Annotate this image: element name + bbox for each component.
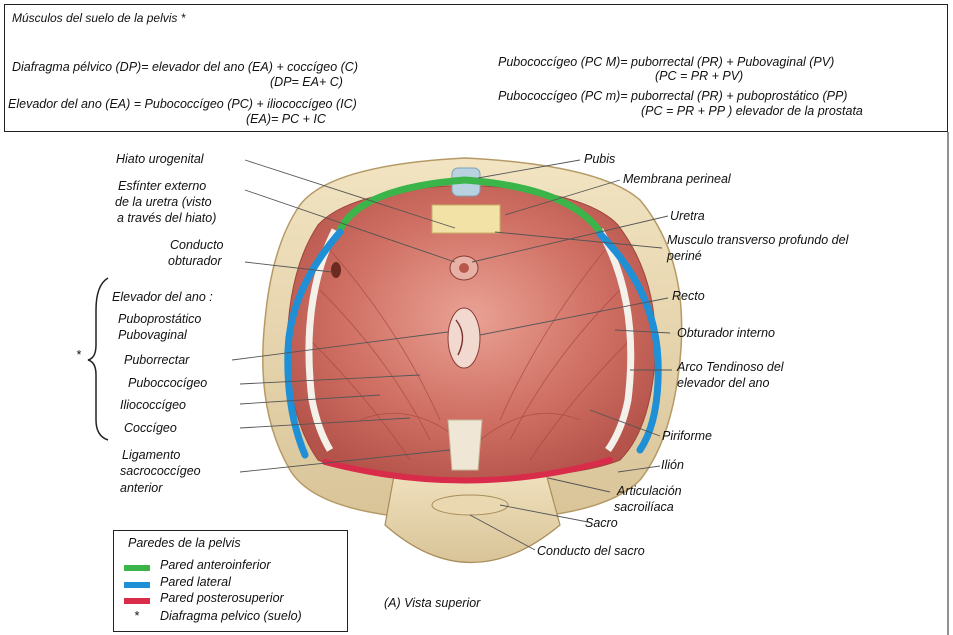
label-arco-2: elevador del ano <box>677 376 769 391</box>
label-ilion: Ilión <box>661 458 684 473</box>
label-ligamento-3: anterior <box>120 481 162 496</box>
label-sacro: Sacro <box>585 516 618 531</box>
legend-title: Paredes de la pelvis <box>128 536 241 551</box>
legend-label-posterosuperior: Pared posterosuperior <box>160 591 284 606</box>
label-esfinter-2: de la uretra (visto <box>115 195 212 210</box>
label-conducto-sacro: Conducto del sacro <box>537 544 645 559</box>
header-right2b: (PC = PR + PP ) elevador de la prostata <box>641 104 863 119</box>
label-ligamento-1: Ligamento <box>122 448 180 463</box>
label-hiato: Hiato urogenital <box>116 152 204 167</box>
label-articulacion-1: Articulación <box>617 484 682 499</box>
legend-swatch-lateral <box>124 582 150 588</box>
label-asterisk: * <box>76 348 81 363</box>
label-elevador: Elevador del ano : <box>112 290 213 305</box>
header-line1b: (DP= EA+ C) <box>270 75 343 90</box>
label-articulacion-2: sacroilíaca <box>614 500 674 515</box>
coccyx-ligament <box>448 420 482 470</box>
sacral-canal <box>432 495 508 515</box>
label-piriforme: Piriforme <box>662 429 712 444</box>
label-uretra: Uretra <box>670 209 705 224</box>
label-conducto-1: Conducto <box>170 238 224 253</box>
legend-label-anteroinferior: Pared anteroinferior <box>160 558 270 573</box>
label-recto: Recto <box>672 289 705 304</box>
header-line2: Elevador del ano (EA) = Pubococcígeo (PC… <box>8 97 357 112</box>
header-right1: Pubococcígeo (PC M)= puborrectal (PR) + … <box>498 55 834 70</box>
header-title: Músculos del suelo de la pelvis * <box>12 11 185 26</box>
label-arco-1: Arco Tendinoso del <box>677 360 784 375</box>
label-membrana: Membrana perineal <box>623 172 731 187</box>
legend-swatch-anteroinferior <box>124 565 150 571</box>
label-pubovaginal: Pubovaginal <box>118 328 187 343</box>
view-caption: (A) Vista superior <box>384 596 480 611</box>
header-right1b: (PC = PR + PV) <box>655 69 743 84</box>
label-pubis: Pubis <box>584 152 615 167</box>
label-esfinter-3: a través del hiato) <box>117 211 216 226</box>
label-musculo-2: periné <box>667 249 702 264</box>
label-coccigeo: Coccígeo <box>124 421 177 436</box>
header-right2: Pubococcígeo (PC m)= puborrectal (PR) + … <box>498 89 847 104</box>
label-esfinter-1: Esfínter externo <box>118 179 206 194</box>
label-obturador: Obturador interno <box>677 326 775 341</box>
label-iliococcigeo: Iliococcígeo <box>120 398 186 413</box>
legend-label-lateral: Pared lateral <box>160 575 231 590</box>
label-ligamento-2: sacrococcígeo <box>120 464 201 479</box>
perineal-membrane <box>432 205 500 233</box>
legend-swatch-posterosuperior <box>124 598 150 604</box>
muscle-group-brace <box>88 278 108 440</box>
legend-label-diafragma: Diafragma pelvico (suelo) <box>160 609 302 624</box>
label-conducto-2: obturador <box>168 254 222 269</box>
rectum <box>448 308 480 368</box>
label-pubococcigeo: Puboccocígeo <box>128 376 207 391</box>
label-puboprostatico: Puboprostático <box>118 312 201 327</box>
legend-symbol-diafragma: * <box>134 609 139 624</box>
header-line1: Diafragma pélvico (DP)= elevador del ano… <box>12 60 358 75</box>
label-puborrectar: Puborrectar <box>124 353 189 368</box>
header-line2b: (EA)= PC + IC <box>246 112 326 127</box>
label-musculo-1: Musculo transverso profundo del <box>667 233 848 248</box>
